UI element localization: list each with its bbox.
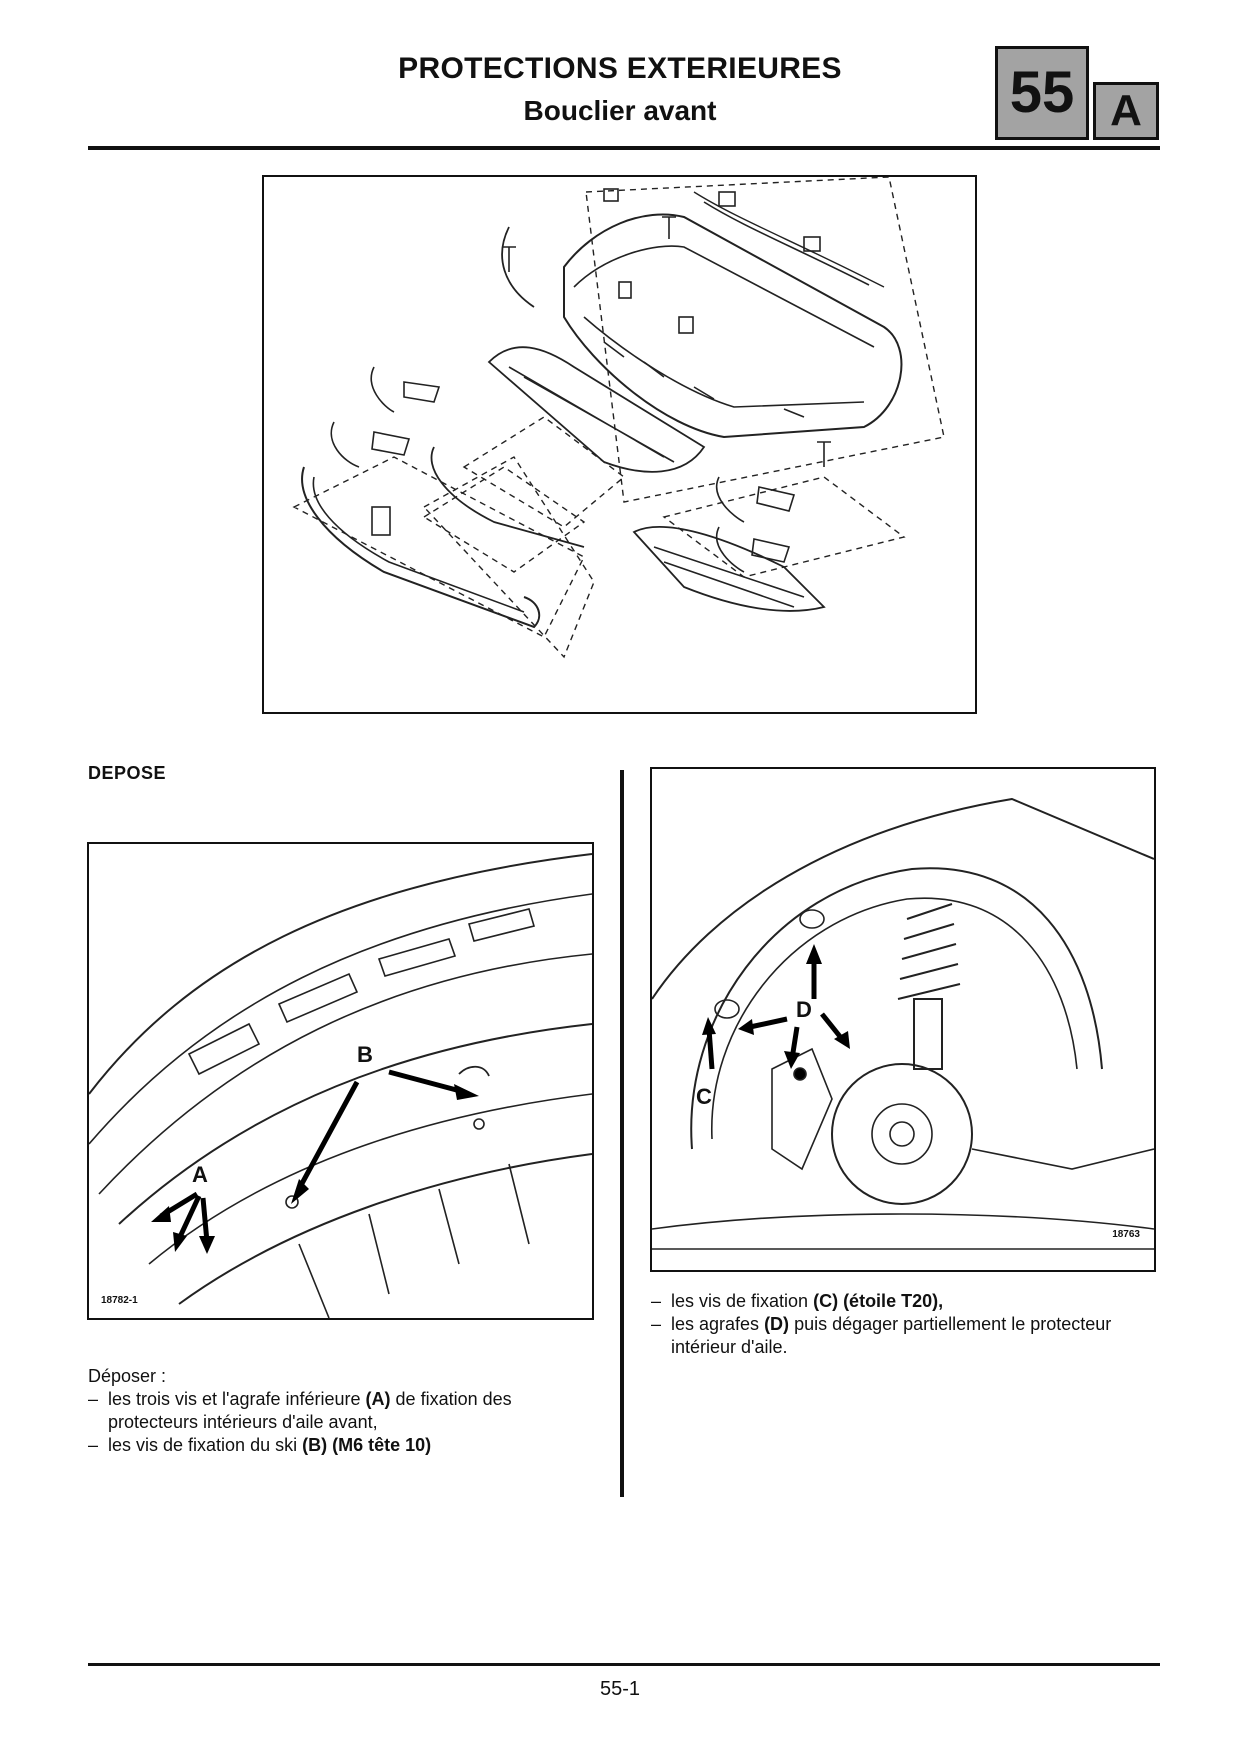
callout-a: A (192, 1162, 208, 1187)
section-heading: DEPOSE (88, 763, 167, 783)
bumper-underside-drawing (89, 853, 592, 1318)
column-divider (620, 770, 624, 1497)
figure-reference-code: 18763 (1112, 1229, 1140, 1240)
instructions-intro: Déposer : (88, 1366, 167, 1386)
callout-d: D (796, 997, 812, 1022)
exploded-view-drawing (292, 177, 945, 659)
wheel-arch-figure: D C 18763 (650, 767, 1156, 1272)
list-item: –les agrafes (D) puis dégager partiellem… (651, 1314, 1112, 1357)
header-rule (88, 146, 1160, 150)
chapter-number-badge: 55 (995, 46, 1089, 140)
instructions-list-left: –les trois vis et l'agrafe inférieure (A… (88, 1388, 598, 1457)
instructions-list-right: –les vis de fixation (C) (étoile T20), –… (651, 1290, 1157, 1359)
callout-c: C (696, 1084, 712, 1109)
chapter-letter-badge: A (1093, 82, 1159, 140)
figure-reference-code: 18782-1 (101, 1295, 138, 1306)
removal-instructions-left: Déposer : –les trois vis et l'agrafe inf… (88, 1365, 598, 1457)
list-item: –les trois vis et l'agrafe inférieure (A… (88, 1389, 512, 1432)
removal-instructions-right: –les vis de fixation (C) (étoile T20), –… (651, 1290, 1157, 1359)
page-subtitle: Bouclier avant (523, 95, 717, 126)
exploded-view-figure (262, 175, 977, 714)
footer-rule (88, 1663, 1160, 1666)
list-item: –les vis de fixation du ski (B) (M6 tête… (88, 1435, 432, 1455)
page-number: 55-1 (599, 1678, 641, 1700)
callout-b: B (357, 1042, 373, 1067)
bumper-underside-figure: B A 18782-1 (87, 842, 594, 1320)
wheel-arch-drawing (652, 797, 1154, 1250)
page-title: PROTECTIONS EXTERIEURES (398, 52, 842, 85)
list-item: –les vis de fixation (C) (étoile T20), (651, 1291, 944, 1311)
